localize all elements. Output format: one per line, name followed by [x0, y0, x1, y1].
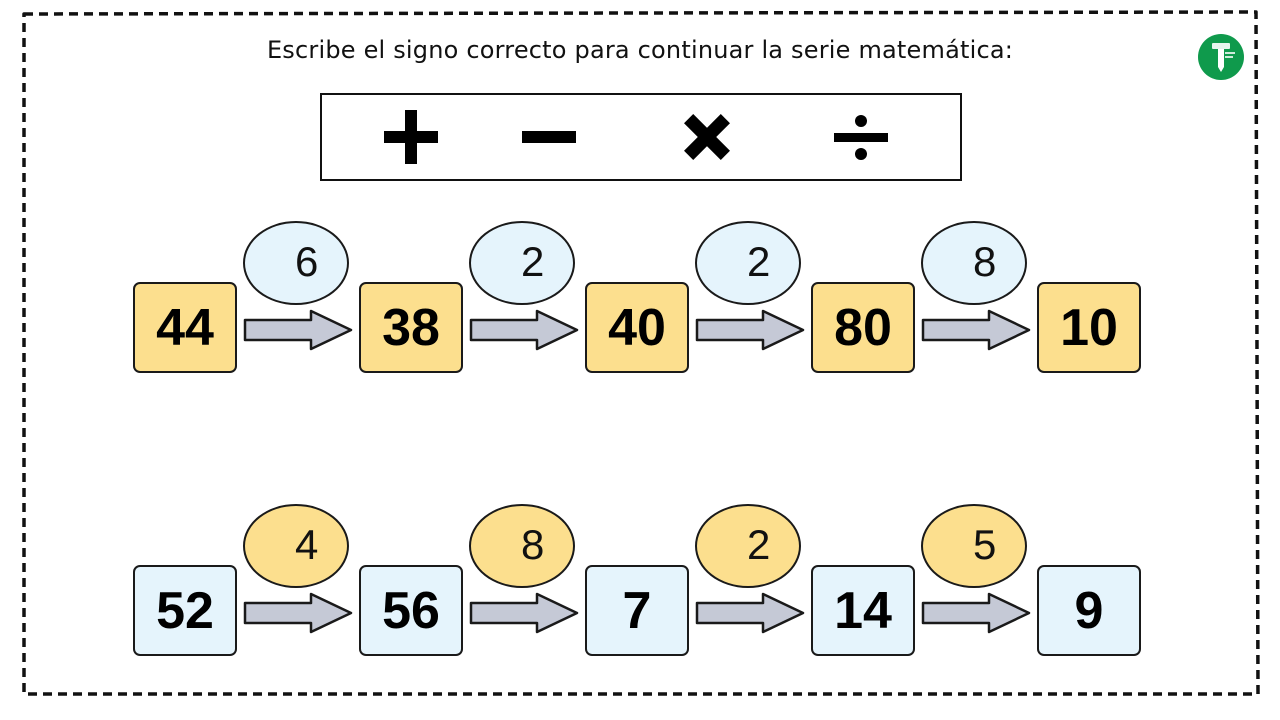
series-1-operand-oval: 2: [469, 221, 575, 305]
minus-icon: [508, 95, 588, 179]
series-2-operand-oval: 8: [469, 504, 575, 588]
series-2-number-box: 52: [133, 565, 237, 656]
series-1-number-box: 44: [133, 282, 237, 373]
operand-value: 4: [295, 521, 319, 568]
arrow-right-icon: [469, 309, 579, 351]
operand-value: 5: [973, 521, 997, 568]
series-2-operand-oval: 5: [921, 504, 1027, 588]
arrow-right-icon: [243, 309, 353, 351]
brand-logo: [1198, 34, 1244, 80]
series-2-operand-oval: 4: [243, 504, 349, 588]
pencil-icon: [1212, 43, 1235, 72]
series-1-number-box: 10: [1037, 282, 1141, 373]
series-2-number-box: 9: [1037, 565, 1141, 656]
divide-icon: [820, 95, 900, 179]
operand-value: 8: [973, 238, 997, 285]
series-1-operand-oval: 8: [921, 221, 1027, 305]
signs-panel: [320, 93, 962, 181]
series-2-operand-oval: 2: [695, 504, 801, 588]
arrow-right-icon: [243, 592, 353, 634]
series-1-number-box: 40: [585, 282, 689, 373]
arrow-right-icon: [695, 592, 805, 634]
arrow-right-icon: [469, 592, 579, 634]
series-2-number-box: 56: [359, 565, 463, 656]
series-1-number-box: 80: [811, 282, 915, 373]
arrow-right-icon: [921, 592, 1031, 634]
instruction-title: Escribe el signo correcto para continuar…: [266, 36, 1014, 64]
operand-value: 2: [747, 238, 771, 285]
times-icon: [666, 95, 746, 179]
operand-value: 6: [295, 238, 319, 285]
operand-value: 8: [521, 521, 545, 568]
operand-value: 2: [521, 238, 545, 285]
series-2-number-box: 7: [585, 565, 689, 656]
series-2-number-box: 14: [811, 565, 915, 656]
arrow-right-icon: [695, 309, 805, 351]
series-1-operand-oval: 2: [695, 221, 801, 305]
plus-icon: [370, 95, 450, 179]
series-1-operand-oval: 6: [243, 221, 349, 305]
series-1-number-box: 38: [359, 282, 463, 373]
arrow-right-icon: [921, 309, 1031, 351]
operand-value: 2: [747, 521, 771, 568]
